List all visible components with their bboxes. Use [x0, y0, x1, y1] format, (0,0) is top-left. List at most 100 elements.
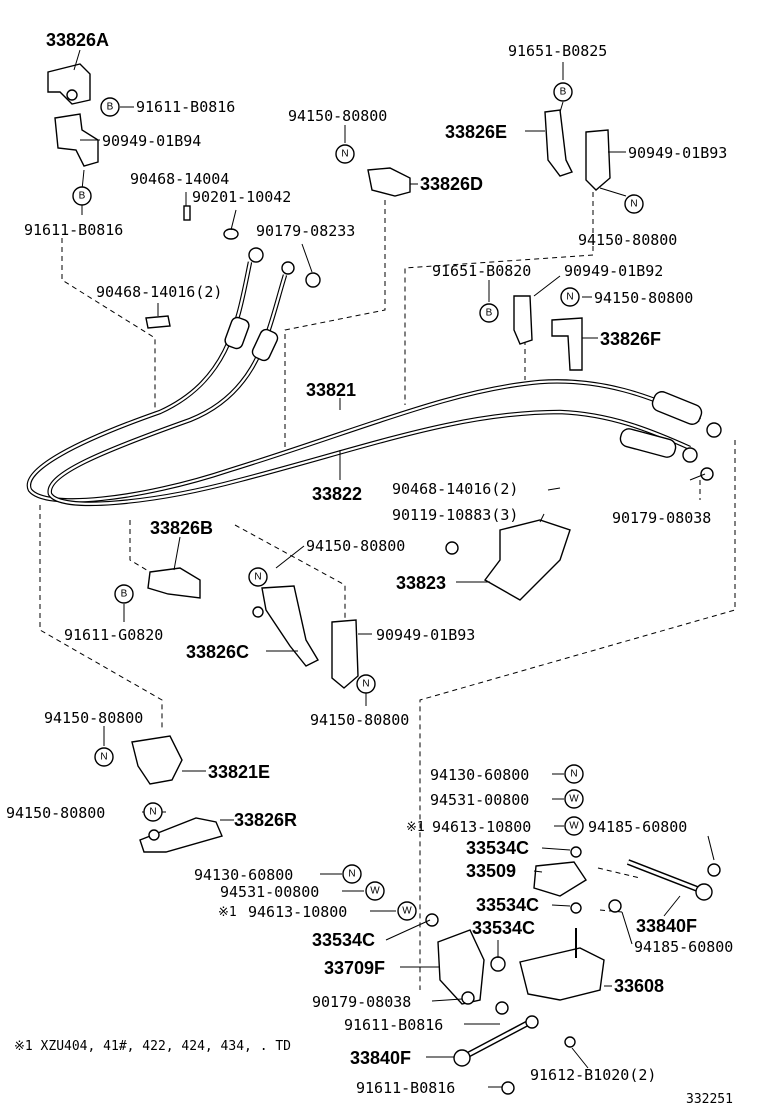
b-mark-5: B	[114, 584, 134, 604]
svg-text:W: W	[402, 906, 412, 917]
n-mark-1: N	[335, 144, 355, 164]
svg-text:W: W	[370, 886, 380, 897]
label-33534C-b: 33534C	[476, 895, 539, 915]
cable-33822	[47, 274, 691, 507]
label-33821E: 33821E	[208, 762, 270, 782]
svg-text:N: N	[570, 769, 577, 780]
svg-text:W: W	[569, 821, 579, 832]
label-91651-B0825: 91651-B0825	[508, 42, 607, 60]
label-33534C-d: 33534C	[472, 918, 535, 938]
label-94531-00800-b: 94531-00800	[220, 883, 319, 901]
label-90468-14016-lower: 90468-14016(2)	[392, 480, 518, 498]
svg-text:B: B	[121, 589, 128, 600]
n-mark-6: N	[94, 747, 114, 767]
label-33840F-a: 33840F	[636, 916, 697, 936]
label-33509: 33509	[466, 861, 516, 881]
label-33608: 33608	[614, 976, 664, 996]
label-90179-08038-a: 90179-08038	[612, 509, 711, 527]
label-90949-01B93-b: 90949-01B93	[376, 626, 475, 644]
label-33826C: 33826C	[186, 642, 249, 662]
n-mark-3: N	[560, 287, 580, 307]
svg-text:N: N	[341, 149, 348, 160]
label-94150-80800-e: 94150-80800	[310, 711, 409, 729]
svg-text:B: B	[107, 102, 114, 113]
label-94130-60800-b: 94130-60800	[194, 866, 293, 884]
label-33840F-b: 33840F	[350, 1048, 411, 1068]
w-mark-3: W	[365, 881, 385, 901]
w-mark-4: W	[397, 901, 417, 921]
svg-text:N: N	[348, 869, 355, 880]
label-33534C-a: 33534C	[466, 838, 529, 858]
label-90949-01B93-a: 90949-01B93	[628, 144, 727, 162]
label-90201-10042: 90201-10042	[192, 188, 291, 206]
svg-text:W: W	[569, 794, 579, 805]
dashed-routing-lines	[39, 192, 736, 990]
w-mark-2: W	[564, 816, 584, 836]
label-33821: 33821	[306, 380, 356, 400]
label-90949-01B92: 90949-01B92	[564, 262, 663, 280]
label-91651-B0820: 91651-B0820	[432, 262, 531, 280]
label-91612-B1020: 91612-B1020(2)	[530, 1066, 656, 1084]
asterisk-note-1: ※1	[406, 820, 425, 835]
leader-lines	[73, 49, 715, 1088]
label-33826A: 33826A	[46, 30, 109, 50]
svg-text:N: N	[100, 752, 107, 763]
n-mark-7: N	[143, 802, 163, 822]
illustration-reference-number: 332251	[686, 1092, 733, 1107]
label-33826F: 33826F	[600, 329, 661, 349]
label-33823: 33823	[396, 573, 446, 593]
label-33709F: 33709F	[324, 958, 385, 978]
svg-text:N: N	[630, 199, 637, 210]
label-94150-80800-f: 94150-80800	[44, 709, 143, 727]
label-94150-80800-c: 94150-80800	[594, 289, 693, 307]
svg-text:B: B	[560, 87, 567, 98]
b-mark-2: B	[72, 186, 92, 206]
label-94613-10800-b: 94613-10800	[248, 903, 347, 921]
label-33826B: 33826B	[150, 518, 213, 538]
label-94150-80800-d: 94150-80800	[306, 537, 405, 555]
svg-text:N: N	[362, 679, 369, 690]
label-33534C-c: 33534C	[312, 930, 375, 950]
n-mark-5: N	[356, 674, 376, 694]
svg-text:B: B	[79, 191, 86, 202]
label-90468-14004: 90468-14004	[130, 170, 229, 188]
label-91611-B0816-c: 91611-B0816	[344, 1016, 443, 1034]
part-sketches	[47, 63, 721, 1095]
label-94150-80800-g: 94150-80800	[6, 804, 105, 822]
label-91611-B0816-a: 91611-B0816	[136, 98, 235, 116]
cable-end-fittings	[224, 247, 722, 463]
label-94150-80800-a: 94150-80800	[288, 107, 387, 125]
label-91611-B0816-b: 91611-B0816	[24, 221, 123, 239]
label-90119-10883: 90119-10883(3)	[392, 506, 518, 524]
label-90179-08233: 90179-08233	[256, 222, 355, 240]
svg-text:N: N	[149, 807, 156, 818]
b-mark-3: B	[553, 82, 573, 102]
w-mark-1: W	[564, 789, 584, 809]
b-mark-4: B	[479, 303, 499, 323]
label-91611-B0816-d: 91611-B0816	[356, 1079, 455, 1097]
label-33822: 33822	[312, 484, 362, 504]
label-94613-10800-a: 94613-10800	[432, 818, 531, 836]
label-33826R: 33826R	[234, 810, 297, 830]
label-94150-80800-b: 94150-80800	[578, 231, 677, 249]
label-33826E: 33826E	[445, 122, 507, 142]
n-mark-4: N	[248, 567, 268, 587]
asterisk-note-2: ※1	[218, 905, 237, 920]
n-mark-8: N	[564, 764, 584, 784]
label-90179-08038-b: 90179-08038	[312, 993, 411, 1011]
n-mark-9: N	[342, 864, 362, 884]
label-33826D: 33826D	[420, 174, 483, 194]
label-94185-60800-b: 94185-60800	[634, 938, 733, 956]
svg-text:N: N	[254, 572, 261, 583]
n-mark-2: N	[624, 194, 644, 214]
b-mark-1: B	[100, 97, 120, 117]
applicability-footnote: ※1 XZU404, 41#, 422, 424, 434, . TD	[14, 1039, 291, 1054]
svg-text:B: B	[486, 308, 493, 319]
label-94531-00800-a: 94531-00800	[430, 791, 529, 809]
label-94185-60800-a: 94185-60800	[588, 818, 687, 836]
label-90949-01B94: 90949-01B94	[102, 132, 201, 150]
label-94130-60800-a: 94130-60800	[430, 766, 529, 784]
label-91611-G0820: 91611-G0820	[64, 626, 163, 644]
cable-33821	[26, 261, 702, 503]
